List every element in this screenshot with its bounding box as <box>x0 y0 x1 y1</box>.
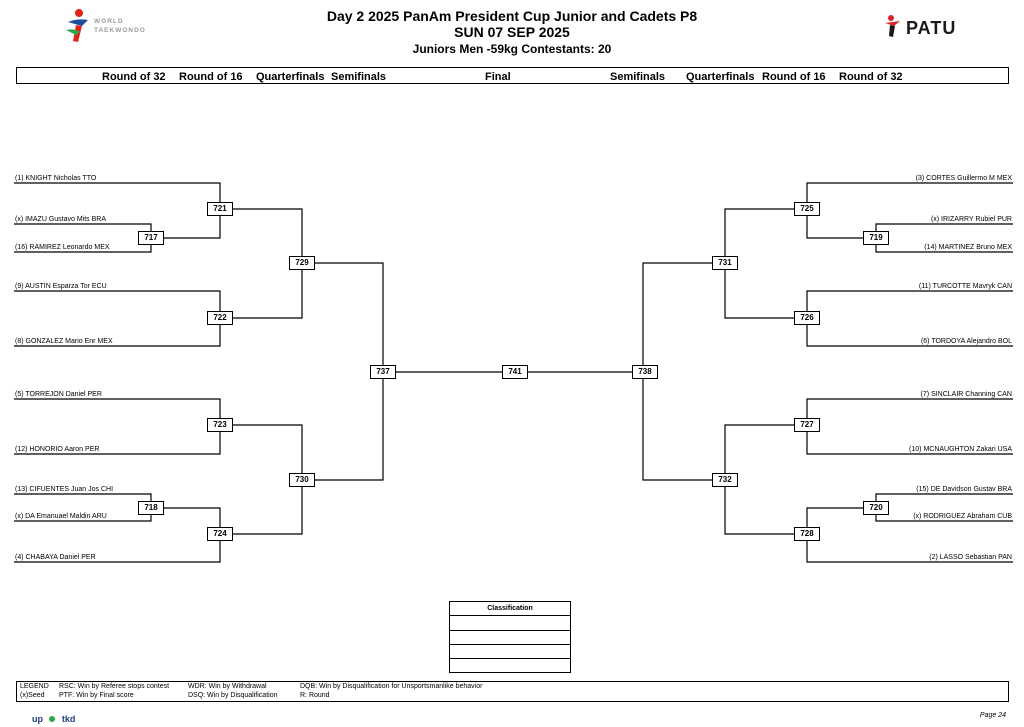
patu-logo: PATU <box>882 14 962 42</box>
legend-dqb: DQB: Win by Disqualification for Unsport… <box>300 683 483 690</box>
match-741[interactable]: 741 <box>502 365 528 379</box>
uptkd-logo-tkd: tkd <box>61 714 76 724</box>
match-729[interactable]: 729 <box>289 256 315 270</box>
left-athlete-3: (16) RAMIREZ Leonardo MEX <box>15 244 110 251</box>
match-737[interactable]: 737 <box>370 365 396 379</box>
round-header-right-r32: Round of 32 <box>839 71 903 83</box>
left-athlete-6: (5) TORREJON Daniel PER <box>15 391 102 398</box>
match-731[interactable]: 731 <box>712 256 738 270</box>
match-723[interactable]: 723 <box>207 418 233 432</box>
world-taekwondo-logo: WORLD TAEKWONDO <box>64 8 154 44</box>
right-athlete-7: (10) MCNAUGHTON Zakari USA <box>909 446 1012 453</box>
right-athlete-2: (x) IRIZARRY Rubiel PUR <box>930 216 1012 223</box>
left-athlete-8: (13) CIFUENTES Juan Jos CHI <box>15 486 114 493</box>
legend-wdr: WDR: Win by Withdrawal <box>188 683 267 690</box>
legend-box <box>16 681 1009 702</box>
wt-logo-word-2: TAEKWONDO <box>94 27 146 34</box>
right-athlete-10: (2) LASSO Sebastian PAN <box>929 554 1012 561</box>
round-header-right-r16: Round of 16 <box>762 71 826 83</box>
uptkd-dot-icon <box>49 716 56 722</box>
page-title: Day 2 2025 PanAm President Cup Junior an… <box>326 8 698 24</box>
classification-row-4 <box>449 658 571 673</box>
patu-figure-icon <box>885 15 900 37</box>
match-738[interactable]: 738 <box>632 365 658 379</box>
left-athlete-1: (1) KNIGHT Nicholas TTO <box>15 175 97 182</box>
right-athlete-4: (11) TURCOTTE Mavryk CAN <box>918 283 1012 290</box>
match-724[interactable]: 724 <box>207 527 233 541</box>
right-athlete-1: (3) CORTES Guillermo M MEX <box>915 175 1012 182</box>
page-subtitle: Juniors Men -59kg Contestants: 20 <box>412 42 612 56</box>
legend-rsc: RSC: Win by Referee stops contest <box>59 683 170 690</box>
left-athlete-4: (9) AUSTIN Esparza Tor ECU <box>15 283 107 290</box>
match-722[interactable]: 722 <box>207 311 233 325</box>
match-725[interactable]: 725 <box>794 202 820 216</box>
taekwondo-figure-icon <box>66 9 88 42</box>
match-717[interactable]: 717 <box>138 231 164 245</box>
match-720[interactable]: 720 <box>863 501 889 515</box>
left-athlete-7: (12) HONORIO Aaron PER <box>15 446 100 453</box>
round-header-bar <box>16 67 1009 84</box>
classification-row-3 <box>449 644 571 659</box>
round-header-left-r32: Round of 32 <box>102 71 166 83</box>
round-header-final: Final <box>485 71 511 83</box>
match-719[interactable]: 719 <box>863 231 889 245</box>
match-721[interactable]: 721 <box>207 202 233 216</box>
legend-dsq: DSQ: Win by Disqualification <box>188 692 278 699</box>
match-718[interactable]: 718 <box>138 501 164 515</box>
legend-label: LEGEND <box>20 683 49 690</box>
wt-logo-word-1: WORLD <box>94 18 124 25</box>
right-athlete-8: (15) DE Davidson Gustav BRA <box>916 486 1012 493</box>
match-728[interactable]: 728 <box>794 527 820 541</box>
match-727[interactable]: 727 <box>794 418 820 432</box>
patu-logo-word: PATU <box>906 18 957 38</box>
right-athlete-3: (14) MARTINEZ Bruno MEX <box>924 244 1012 251</box>
round-header-right-sf: Semifinals <box>610 71 666 83</box>
legend-r: R: Round <box>300 692 330 699</box>
round-header-left-qf: Quarterfinals <box>256 71 325 83</box>
uptkd-logo-up: up <box>32 714 43 724</box>
round-header-left-sf: Semifinals <box>331 71 387 83</box>
page-date: SUN 07 SEP 2025 <box>454 24 570 40</box>
classification-row-2 <box>449 630 571 645</box>
classification-table: Classification <box>449 601 571 673</box>
legend-ptf: PTF: Win by Final score <box>59 692 134 699</box>
legend-seed: (x)Seed <box>20 692 45 699</box>
match-730[interactable]: 730 <box>289 473 315 487</box>
classification-title: Classification <box>449 601 571 616</box>
left-athlete-5: (8) GONZALEZ Mario Enr MEX <box>15 338 113 345</box>
left-athlete-9: (x) DA Emanuael Maldin ARU <box>15 513 107 520</box>
round-header-left-r16: Round of 16 <box>179 71 243 83</box>
match-726[interactable]: 726 <box>794 311 820 325</box>
round-header-right-qf: Quarterfinals <box>686 71 755 83</box>
left-athlete-10: (4) CHABAYA Daniel PER <box>15 554 96 561</box>
match-732[interactable]: 732 <box>712 473 738 487</box>
right-athlete-5: (6) TORDOYA Alejandro BOL <box>920 338 1012 345</box>
classification-row-1 <box>449 616 571 631</box>
left-athlete-2: (x) IMAZU Gustavo Mits BRA <box>15 216 107 223</box>
page-number: Page 24 <box>979 712 1006 719</box>
right-athlete-9: (x) RODRIGUEZ Abraham CUB <box>913 513 1012 520</box>
right-athlete-6: (7) SINCLAIR Channing CAN <box>920 391 1012 398</box>
uptkd-logo: up tkd <box>32 709 75 727</box>
